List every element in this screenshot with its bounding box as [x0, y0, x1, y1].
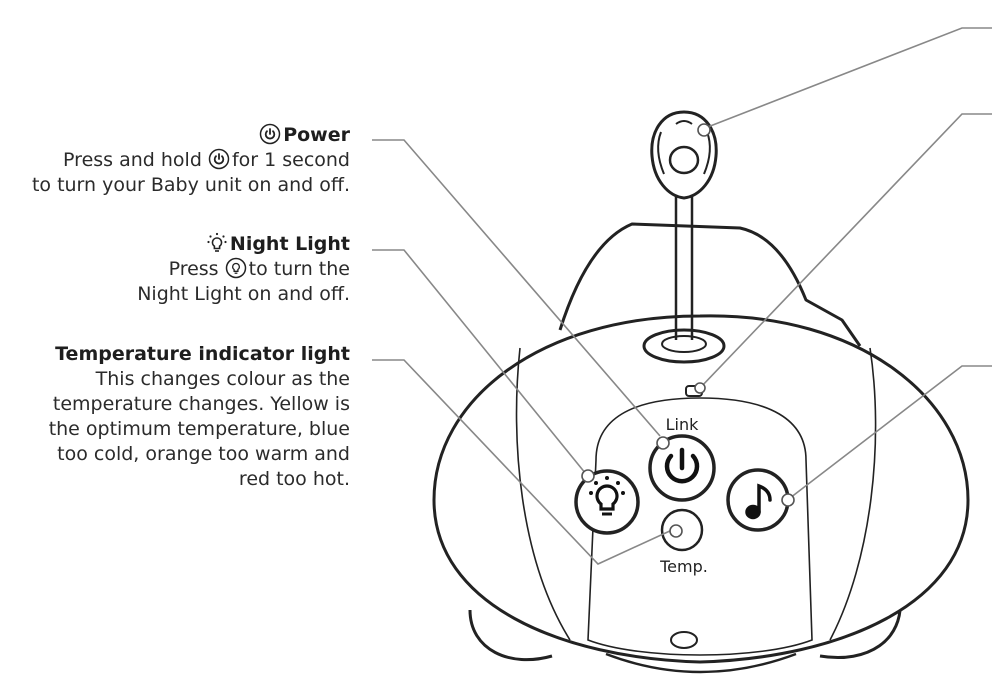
camera-side-left	[657, 131, 665, 175]
night-light-title: Night Light	[229, 233, 350, 255]
music-button	[726, 468, 790, 532]
power-instruction-line1: Press and hold for 1 second	[32, 148, 350, 173]
leader-night-light	[372, 249, 587, 475]
link-label: Link	[666, 415, 700, 434]
leader-link	[699, 113, 992, 389]
power-line1-before: Press and hold	[63, 149, 202, 171]
power-annotation: Power Press and hold for 1 second to tur…	[32, 123, 350, 198]
night-light-button	[574, 469, 640, 535]
temperature-line: the optimum temperature, blue	[48, 418, 350, 440]
power-line1-after: for 1 second	[231, 149, 350, 171]
device-back-hood	[558, 222, 862, 347]
temperature-line: too cold, orange too warm and	[57, 443, 350, 465]
night-light-annotation: Night Light Press to turn the Night Ligh…	[137, 232, 350, 307]
callout-dot-night-light	[581, 469, 595, 483]
night-light-instruction-line1: Press to turn the	[137, 257, 350, 282]
callout-dot-music	[781, 493, 795, 507]
device-control-panel	[587, 397, 813, 656]
device-front-panel	[515, 347, 877, 641]
bottom-slot	[670, 631, 698, 649]
power-annotation-title-row: Power	[32, 123, 350, 148]
night-light-line1-after: to turn the	[248, 258, 350, 280]
camera-lens	[668, 145, 700, 175]
temperature-line: red too hot.	[238, 468, 350, 490]
temperature-annotation: Temperature indicator light This changes…	[49, 342, 350, 492]
power-icon	[208, 148, 230, 170]
callout-dot-link	[694, 382, 706, 394]
night-light-line1-before: Press	[168, 258, 219, 280]
callout-dot-power	[656, 436, 670, 450]
power-icon	[664, 447, 700, 484]
night-light-title-row: Night Light	[137, 232, 350, 257]
power-instruction-line2: to turn your Baby unit on and off.	[31, 174, 350, 196]
night-light-icon	[225, 257, 247, 279]
callout-dot-temperature	[669, 524, 683, 538]
night-light-instruction-line2: Night Light on and off.	[137, 283, 350, 305]
power-icon	[259, 123, 281, 145]
device-bottom-rim	[605, 652, 797, 674]
power-title: Power	[283, 124, 350, 146]
callout-dot-camera	[697, 123, 711, 137]
power-button	[648, 434, 716, 502]
leader-camera	[699, 27, 992, 131]
temperature-title: Temperature indicator light	[55, 343, 350, 365]
leader-temperature	[372, 359, 673, 565]
music-note-icon	[745, 483, 772, 520]
stalk-base-inner	[661, 335, 707, 353]
device-left-foot	[468, 609, 553, 662]
temperature-line: temperature changes. Yellow is	[52, 393, 350, 415]
leader-power	[372, 139, 661, 437]
stalk-pole	[674, 186, 694, 340]
temp-label: Temp.	[659, 557, 708, 576]
stalk-base	[642, 328, 726, 364]
night-light-icon	[589, 476, 625, 516]
camera-top-mark	[675, 120, 693, 125]
night-light-icon	[206, 232, 228, 254]
temperature-line: This changes colour as the	[95, 368, 350, 390]
leader-music	[789, 365, 992, 499]
